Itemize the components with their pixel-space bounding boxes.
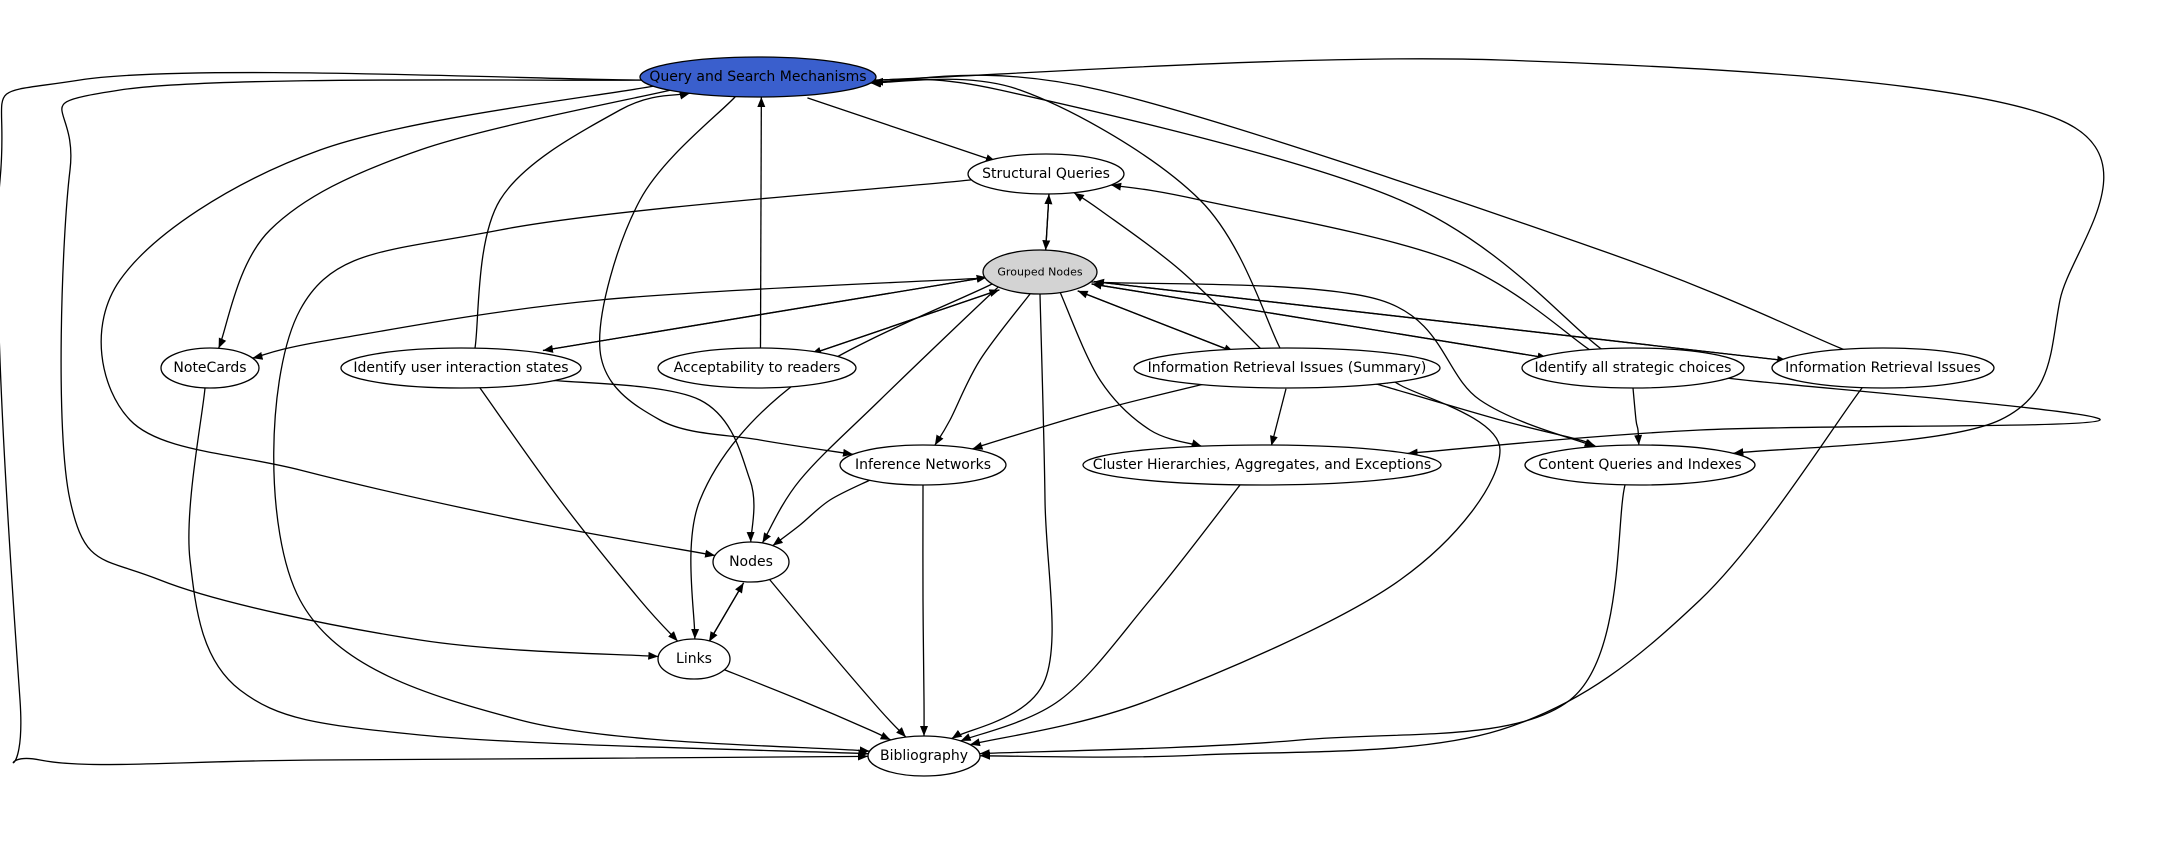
- edge-grouped-to-notecards: [252, 275, 1015, 360]
- node-query-label: Query and Search Mechanisms: [649, 69, 866, 85]
- node-iri-label: Information Retrieval Issues: [1785, 360, 1981, 376]
- edge-query-to-nodes: [100, 79, 716, 558]
- edge-identify_ui-to-grouped: [542, 274, 987, 352]
- node-structural[interactable]: Structural Queries: [967, 153, 1125, 195]
- node-content-label: Content Queries and Indexes: [1538, 457, 1741, 473]
- edge-accept-to-query: [757, 97, 766, 349]
- node-accept[interactable]: Acceptability to readers: [657, 347, 857, 389]
- node-identify_ui-shape: [340, 347, 582, 389]
- edge-grouped-to-structural: [1044, 194, 1053, 251]
- edge-query-to-notecards: [218, 83, 697, 349]
- node-query[interactable]: Query and Search Mechanisms: [639, 56, 877, 98]
- edge-nodes-to-biblio: [765, 574, 907, 738]
- edge-iri-to-biblio: [979, 371, 1875, 760]
- node-iri-shape: [1771, 347, 1995, 389]
- edge-iris-to-grouped: [1077, 290, 1235, 353]
- edge-iris-to-content: [1369, 381, 1596, 448]
- node-identify_ui-label: Identify user interaction states: [353, 360, 568, 376]
- edge-links-to-nodes: [708, 582, 745, 643]
- edge-identify_ui-to-links: [473, 379, 679, 642]
- edge-strategic-to-cluster: [1407, 375, 2101, 457]
- node-nodes-label: Nodes: [729, 554, 773, 570]
- edge-query-to-structural: [807, 97, 997, 162]
- node-accept-label: Acceptability to readers: [674, 360, 841, 376]
- node-iris-shape: [1133, 347, 1441, 389]
- node-identify_ui[interactable]: Identify user interaction states: [340, 347, 582, 389]
- node-structural-shape: [967, 153, 1125, 195]
- edge-iri-to-query: [873, 74, 1860, 357]
- node-links-label: Links: [676, 651, 712, 667]
- node-cluster-shape: [1082, 444, 1442, 486]
- node-notecards[interactable]: NoteCards: [160, 347, 260, 389]
- edge-grouped-to-biblio: [951, 278, 1053, 740]
- edge-accept-to-grouped: [810, 289, 1000, 355]
- node-links[interactable]: Links: [657, 638, 731, 680]
- node-content-shape: [1524, 444, 1756, 486]
- edge-iris-to-biblio: [969, 378, 1501, 747]
- node-inference[interactable]: Inference Networks: [839, 444, 1007, 486]
- edge-inference-to-biblio: [920, 475, 929, 737]
- edge-strategic-to-grouped: [1091, 281, 1548, 359]
- node-iris[interactable]: Information Retrieval Issues (Summary): [1133, 347, 1441, 389]
- edge-strategic-to-content: [1632, 385, 1643, 446]
- node-biblio[interactable]: Bibliography: [867, 735, 981, 777]
- node-cluster-label: Cluster Hierarchies, Aggregates, and Exc…: [1093, 457, 1431, 473]
- edge-iris-to-cluster: [1269, 388, 1287, 446]
- node-query-shape: [639, 56, 877, 98]
- edge-cluster-to-biblio: [960, 475, 1248, 742]
- node-iri[interactable]: Information Retrieval Issues: [1771, 347, 1995, 389]
- edge-strategic-to-query: [870, 78, 1616, 360]
- edge-grouped-to-inference: [934, 288, 1035, 446]
- edge-iris-to-query: [871, 78, 1287, 360]
- node-inference-shape: [839, 444, 1007, 486]
- edge-query-to-links: [60, 78, 688, 660]
- node-structural-label: Structural Queries: [982, 166, 1110, 182]
- edge-inference-to-nodes: [772, 477, 874, 547]
- edge-grouped-to-nodes: [761, 280, 1006, 544]
- node-strategic-shape: [1521, 347, 1745, 389]
- node-accept-shape: [657, 347, 857, 389]
- edge-notecards-to-biblio: [188, 374, 869, 758]
- node-iris-label: Information Retrieval Issues (Summary): [1148, 360, 1427, 376]
- edge-identify_ui-to-nodes: [539, 378, 755, 543]
- node-grouped-label: Grouped Nodes: [997, 266, 1082, 279]
- edge-links-to-biblio: [718, 667, 891, 741]
- node-biblio-shape: [867, 735, 981, 777]
- node-nodes-shape: [712, 541, 790, 583]
- node-notecards-label: NoteCards: [173, 360, 246, 376]
- node-inference-label: Inference Networks: [855, 457, 991, 473]
- node-strategic-label: Identify all strategic choices: [1535, 360, 1732, 376]
- node-biblio-label: Bibliography: [880, 748, 968, 764]
- edges-layer: [0, 58, 2105, 766]
- node-grouped[interactable]: Grouped Nodes: [982, 249, 1098, 295]
- node-nodes[interactable]: Nodes: [712, 541, 790, 583]
- node-content[interactable]: Content Queries and Indexes: [1524, 444, 1756, 486]
- edge-iris-to-structural: [1073, 192, 1267, 355]
- edge-iri-to-grouped: [1093, 278, 1788, 362]
- node-strategic[interactable]: Identify all strategic choices: [1521, 347, 1745, 389]
- node-notecards-shape: [160, 347, 260, 389]
- edge-content-to-biblio: [979, 468, 1630, 758]
- node-links-shape: [657, 638, 731, 680]
- edge-query-to-inference: [599, 88, 854, 457]
- edge-identify_ui-to-query: [472, 91, 690, 360]
- node-grouped-shape: [982, 249, 1098, 295]
- edge-structural-to-biblio: [273, 175, 1006, 755]
- node-cluster[interactable]: Cluster Hierarchies, Aggregates, and Exc…: [1082, 444, 1442, 486]
- edge-query-to-biblio: [0, 71, 869, 766]
